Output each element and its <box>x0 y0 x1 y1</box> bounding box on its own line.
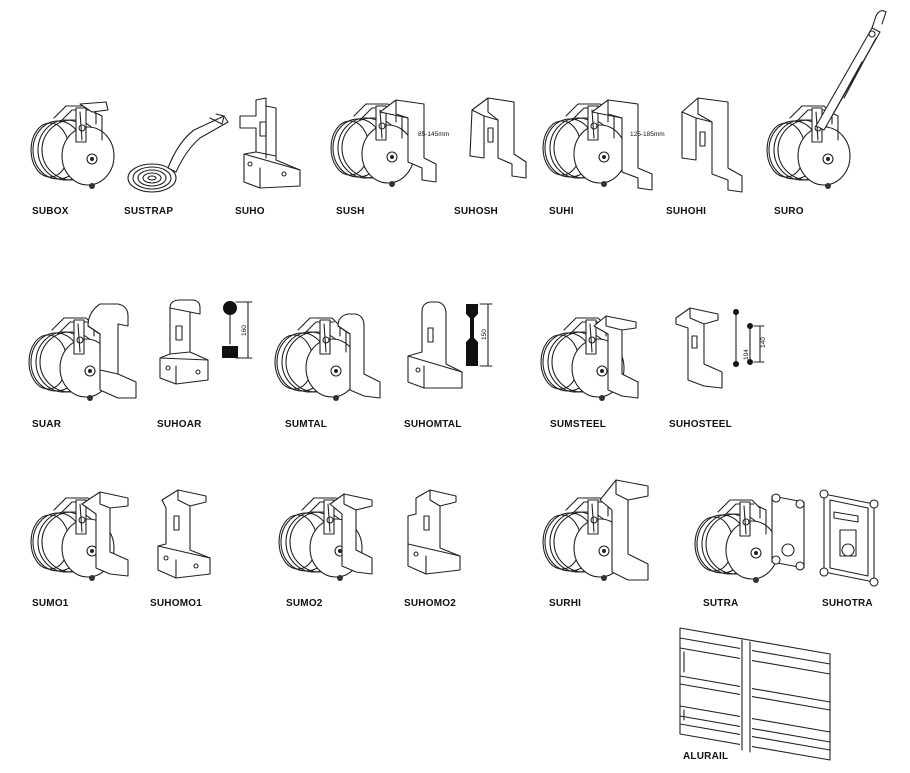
alurail-drawing <box>679 627 831 761</box>
suhoar-drawing: 160 <box>159 299 253 385</box>
label-sumo2: SUMO2 <box>286 598 323 609</box>
label-suhomtal: SUHOMTAL <box>404 419 462 430</box>
suhomo1-drawing <box>157 489 211 579</box>
label-suhi: SUHI <box>549 206 574 217</box>
label-sumsteel: SUMSTEEL <box>550 419 607 430</box>
suhosteel-outer-dimension: 140 <box>760 337 767 348</box>
sustrap-drawing <box>127 113 229 193</box>
suho-drawing <box>239 97 301 189</box>
label-sustrap: SUSTRAP <box>124 206 174 217</box>
label-suar: SUAR <box>32 419 62 430</box>
label-suhomo2: SUHOMO2 <box>404 598 456 609</box>
label-suhomo1: SUHOMO1 <box>150 598 202 609</box>
suhomo2-drawing <box>407 489 461 575</box>
label-sumo1: SUMO1 <box>32 598 69 609</box>
suhosteel-inner-dimension: 104 <box>743 349 750 360</box>
suhi-drawing: 125-185mm <box>542 99 665 191</box>
suhomtal-drawing: 150 <box>407 301 493 389</box>
surhi-drawing <box>542 479 649 582</box>
suhosteel-drawing: 104 140 <box>675 307 767 389</box>
sumsteel-drawing <box>540 315 639 402</box>
suro-drawing <box>766 10 887 190</box>
label-alurail: ALURAIL <box>683 751 729 762</box>
label-suhosh: SUHOSH <box>454 206 498 217</box>
suar-drawing <box>28 303 137 402</box>
label-suro: SURO <box>774 206 804 217</box>
label-sumtal: SUMTAL <box>285 419 328 430</box>
suhosh-drawing <box>469 97 527 179</box>
suhotra-drawing <box>819 489 879 587</box>
sumtal-drawing <box>274 313 381 402</box>
label-surhi: SURHI <box>549 598 582 609</box>
sush-dimension: 85-145mm <box>418 131 449 138</box>
sumo1-drawing <box>30 491 129 582</box>
label-suhosteel: SUHOSTEEL <box>669 419 732 430</box>
sush-drawing: 85-145mm <box>330 99 449 188</box>
suhi-dimension: 125-185mm <box>630 131 665 138</box>
label-suhotra: SUHOTRA <box>822 598 873 609</box>
label-subox: SUBOX <box>32 206 69 217</box>
suhomtal-dimension: 150 <box>481 329 488 340</box>
sumo2-drawing <box>278 493 373 582</box>
label-sush: SUSH <box>336 206 365 217</box>
subox-drawing <box>30 101 115 190</box>
sutra-drawing <box>694 493 805 584</box>
label-suhoar: SUHOAR <box>157 419 202 430</box>
label-suhohi: SUHOHI <box>666 206 707 217</box>
label-suho: SUHO <box>235 206 265 217</box>
label-sutra: SUTRA <box>703 598 739 609</box>
suhoar-dimension: 160 <box>241 325 248 336</box>
suhohi-drawing <box>681 97 743 193</box>
